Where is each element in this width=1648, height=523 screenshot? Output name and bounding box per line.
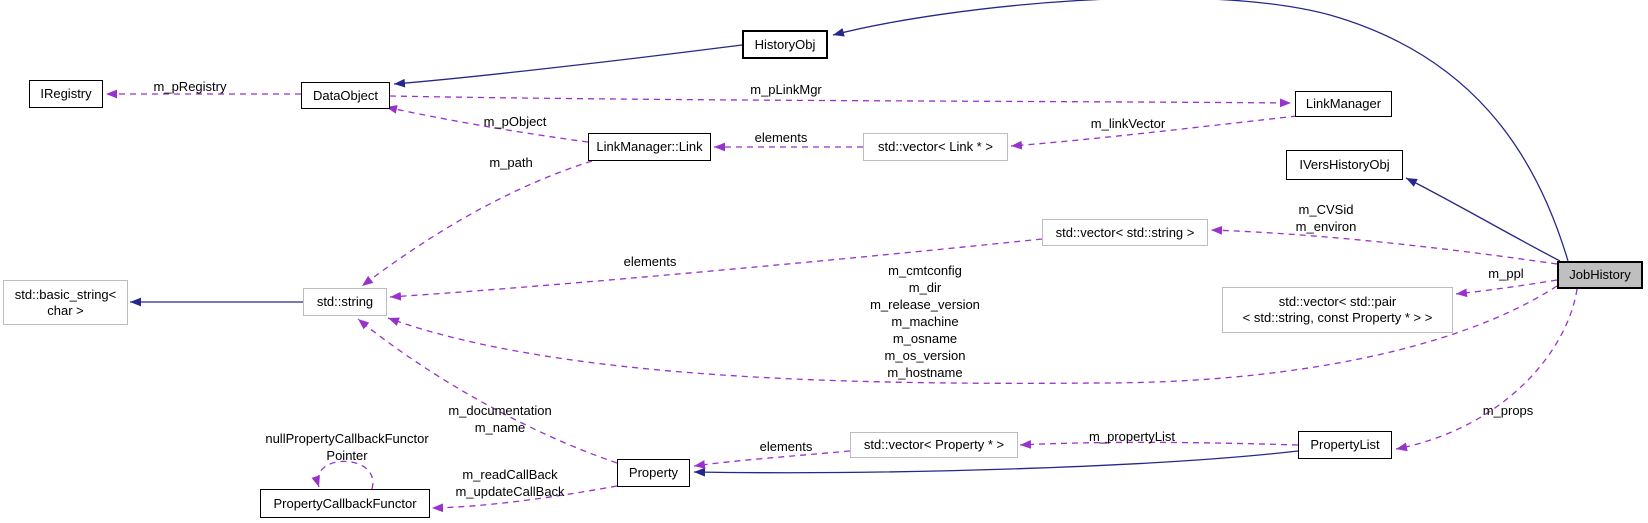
node-vector-link: std::vector< Link * > [863,133,1008,161]
edge-property-callbackfunctor [431,485,618,513]
edge-jobhistory-ivershistoryobj [1405,177,1561,262]
edge-link-dataobject [385,105,589,143]
edge-propertylist-property [693,450,1299,477]
edge-label-null-functor: nullPropertyCallbackFunctor Pointer [265,431,429,463]
edge-label-jobhistory-strings: m_cmtconfig m_dir m_release_version m_ma… [870,263,980,380]
node-propertycallbackfunctor[interactable]: PropertyCallbackFunctor [260,489,430,518]
node-ivershistoryobj[interactable]: IVersHistoryObj [1286,150,1403,180]
edge-label-m-linkvector: m_linkVector [1090,116,1166,131]
edge-label-callbacks: m_readCallBack m_updateCallBack [455,467,565,499]
edge-label-m-plinkmgr: m_pLinkMgr [750,82,822,97]
edge-label-m-path: m_path [489,155,533,170]
node-vector-string: std::vector< std::string > [1042,219,1208,246]
edge-jobhistory-historyobj [832,0,1569,262]
node-property[interactable]: Property [617,459,690,487]
edge-label-m-propertylist: m_propertyList [1089,429,1175,444]
edge-jobhistory-vectorpair [1455,279,1558,298]
edge-label-elements-mid: elements [623,254,677,269]
node-propertylist[interactable]: PropertyList [1298,431,1392,459]
node-std-string: std::string [303,288,387,316]
edge-label-elements-top: elements [754,130,808,145]
node-iregistry[interactable]: IRegistry [29,80,103,108]
edge-propertylist-vectorproperty [1019,440,1299,449]
edge-label-m-ppl: m_ppl [1488,266,1524,281]
edge-link-stdstring [361,160,593,287]
edge-vectorproperty-property [693,450,851,469]
edge-property-stdstring [357,318,618,464]
node-jobhistory: JobHistory [1557,261,1643,289]
edge-jobhistory-propertylist [1395,288,1578,452]
node-vector-pair: std::vector< std::pair < std::string, co… [1222,287,1453,333]
edge-historyobj-dataobject [393,44,743,88]
edge-vectorstring-stdstring [389,238,1043,301]
edge-label-elements-bottom: elements [759,439,813,454]
edge-dataobject-linkmanager [389,95,1292,108]
edge-linkmanager-vectorlink [1010,115,1298,150]
node-linkmanager-link[interactable]: LinkManager::Link [588,133,711,161]
edge-label-m-props: m_props [1482,403,1534,418]
node-linkmanager[interactable]: LinkManager [1295,91,1392,117]
edge-label-m-pobject: m_pObject [483,114,547,129]
edge-jobhistory-stdstring [387,285,1558,384]
edge-label-m-pregistry: m_pRegistry [153,79,227,94]
edge-jobhistory-vectorstring [1210,225,1558,265]
edge-label-m-cvsid-environ: m_CVSid m_environ [1295,202,1357,234]
edge-label-m-documentation-name: m_documentation m_name [448,403,552,435]
node-dataobject[interactable]: DataObject [301,82,390,109]
node-historyobj[interactable]: HistoryObj [742,30,828,59]
node-vector-property: std::vector< Property * > [850,432,1018,458]
node-basic-string: std::basic_string< char > [3,280,128,325]
edge-callbackfunctor-selfloop [311,460,374,490]
